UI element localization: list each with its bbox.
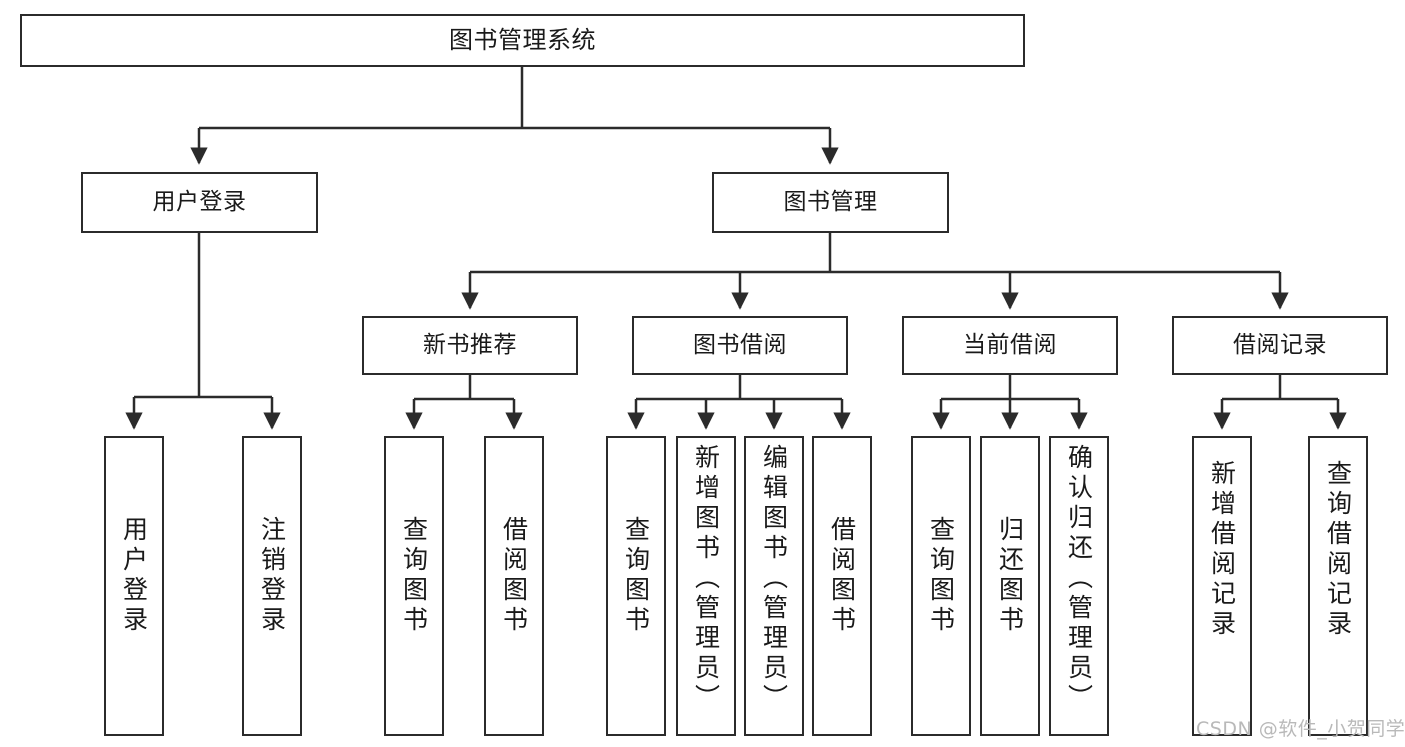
node-new-book-recommend[interactable]: 新书推荐 bbox=[362, 316, 578, 375]
node-label: 借阅记录 bbox=[1233, 331, 1327, 358]
leaf-edit-book-admin[interactable]: 编辑图书（管理员） bbox=[744, 436, 804, 736]
watermark-text: CSDN @软件_小贺同学 bbox=[1196, 718, 1405, 740]
leaf-query-book-current[interactable]: 查询图书 bbox=[911, 436, 971, 736]
node-label: 注销登录 bbox=[257, 516, 287, 636]
leaf-user-login[interactable]: 用户登录 bbox=[104, 436, 164, 736]
node-label: 查询图书 bbox=[926, 516, 956, 636]
node-current-borrow[interactable]: 当前借阅 bbox=[902, 316, 1118, 375]
node-label: 查询借阅记录 bbox=[1323, 460, 1353, 640]
node-book-management[interactable]: 图书管理 bbox=[712, 172, 949, 233]
leaf-add-borrow-record[interactable]: 新增借阅记录 bbox=[1192, 436, 1252, 736]
node-label: 图书管理 bbox=[783, 188, 878, 215]
node-label: 确认归还（管理员） bbox=[1064, 444, 1094, 714]
leaf-query-borrow-record[interactable]: 查询借阅记录 bbox=[1308, 436, 1368, 736]
leaf-add-book-admin[interactable]: 新增图书（管理员） bbox=[676, 436, 736, 736]
node-label: 查询图书 bbox=[621, 516, 651, 636]
leaf-confirm-return-admin[interactable]: 确认归还（管理员） bbox=[1049, 436, 1109, 736]
node-label: 新增图书（管理员） bbox=[691, 444, 721, 714]
node-label: 用户登录 bbox=[119, 516, 149, 636]
node-label: 图书管理系统 bbox=[449, 26, 596, 55]
leaf-query-book-recommend[interactable]: 查询图书 bbox=[384, 436, 444, 736]
node-label: 新书推荐 bbox=[423, 331, 517, 358]
node-label: 图书借阅 bbox=[693, 331, 787, 358]
leaf-return-book[interactable]: 归还图书 bbox=[980, 436, 1040, 736]
node-label: 归还图书 bbox=[995, 516, 1025, 636]
node-root-system[interactable]: 图书管理系统 bbox=[20, 14, 1025, 67]
node-label: 用户登录 bbox=[152, 188, 247, 215]
node-label: 查询图书 bbox=[399, 516, 429, 636]
node-user-login[interactable]: 用户登录 bbox=[81, 172, 318, 233]
leaf-query-book-borrow[interactable]: 查询图书 bbox=[606, 436, 666, 736]
leaf-borrow-book[interactable]: 借阅图书 bbox=[812, 436, 872, 736]
node-label: 借阅图书 bbox=[827, 516, 857, 636]
leaf-logout[interactable]: 注销登录 bbox=[242, 436, 302, 736]
node-label: 借阅图书 bbox=[499, 516, 529, 636]
leaf-borrow-book-recommend[interactable]: 借阅图书 bbox=[484, 436, 544, 736]
node-label: 编辑图书（管理员） bbox=[759, 444, 789, 714]
node-borrow-record[interactable]: 借阅记录 bbox=[1172, 316, 1388, 375]
node-label: 当前借阅 bbox=[963, 331, 1057, 358]
node-label: 新增借阅记录 bbox=[1207, 460, 1237, 640]
node-book-borrow[interactable]: 图书借阅 bbox=[632, 316, 848, 375]
